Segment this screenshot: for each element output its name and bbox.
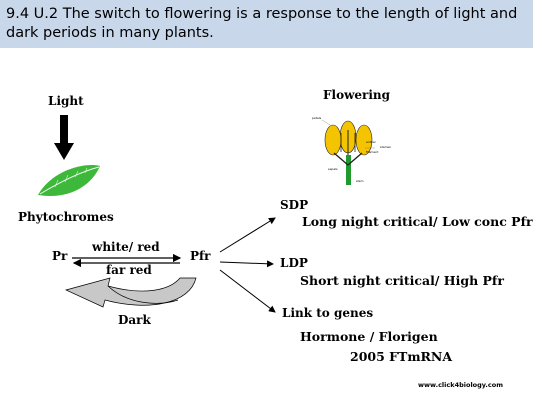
flower-label-stamen: stamen — [380, 145, 391, 149]
flower-icon: petals anther stamen filament sepals ste… — [312, 116, 391, 185]
ldp-description: Short night critical/ High Pfr — [300, 273, 504, 288]
sdp-description: Long night critical/ Low conc Pfr — [302, 214, 533, 229]
hormone-florigen-label: Hormone / Florigen — [300, 329, 438, 344]
light-arrow — [54, 115, 74, 160]
pr-label: Pr — [52, 249, 68, 263]
far-red-label: far red — [106, 263, 152, 277]
ftmrna-label: 2005 FTmRNA — [350, 349, 453, 364]
leaf-icon — [38, 165, 100, 196]
dark-cycle-arrow — [64, 277, 197, 308]
sdp-branch-arrow — [219, 217, 276, 253]
slide-title-bar: 9.4 U.2 The switch to flowering is a res… — [0, 0, 533, 48]
pfr-label: Pfr — [190, 249, 211, 263]
slide-title-line2: dark periods in many plants. — [6, 25, 214, 41]
white-red-label: white/ red — [92, 240, 160, 254]
ldp-label: LDP — [280, 256, 308, 270]
dark-label: Dark — [118, 313, 151, 327]
flower-label-sepals: sepals — [328, 167, 338, 171]
flower-label-anther: anther — [366, 140, 377, 144]
slide-title-line1: 9.4 U.2 The switch to flowering is a res… — [6, 6, 518, 22]
ldp-branch-arrow — [219, 260, 274, 268]
flowering-label: Flowering — [323, 88, 391, 102]
flower-label-petals: petals — [312, 116, 322, 120]
flower-label-stem: stem — [356, 179, 364, 183]
flower-label-filament: filament — [366, 150, 379, 154]
footer-url: www.click4biology.com — [418, 381, 503, 389]
link-to-genes-label: Link to genes — [282, 306, 374, 320]
sdp-label: SDP — [280, 198, 309, 212]
phytochromes-label: Phytochromes — [18, 210, 114, 224]
genes-branch-arrow — [219, 269, 276, 313]
light-label: Light — [48, 94, 84, 108]
